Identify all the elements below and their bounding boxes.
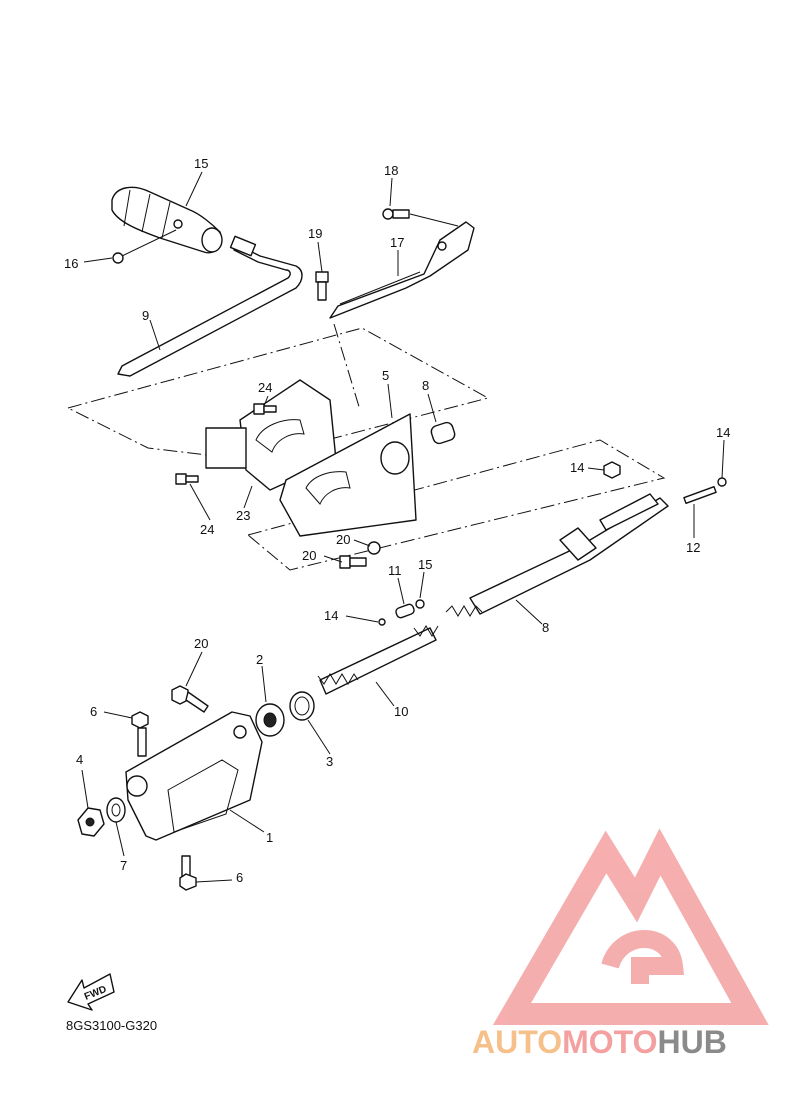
base-bracket-part-1 (125, 711, 263, 841)
plate-part-5 (279, 413, 417, 537)
callout-24-lower: 24 (200, 522, 214, 537)
fwd-arrow: FWD (67, 973, 115, 1011)
callout-20-middle: 19 (308, 226, 322, 241)
callout-6-upper: 6 (90, 704, 97, 719)
bolt-part-20-bottom (339, 555, 367, 569)
callout-2: 2 (256, 652, 263, 667)
nut-part-4 (77, 807, 105, 837)
callout-9: 8 (422, 378, 429, 393)
callout-15: 15 (418, 557, 432, 572)
washer-part-21 (367, 541, 381, 555)
callout-8: 8 (542, 620, 549, 635)
callout-4: 4 (76, 752, 83, 767)
bracket-part-19 (329, 221, 475, 319)
watermark-wordmark: AUTOMOTOHUB (472, 1024, 727, 1061)
shaft-part-8 (469, 493, 669, 615)
callout-18: 16 (64, 256, 78, 271)
bolt-part-6-lower (179, 855, 197, 891)
callout-10: 9 (142, 308, 149, 323)
frame-link-line (333, 323, 361, 411)
callout-24-upper: 24 (258, 380, 272, 395)
callout-22: 20 (194, 636, 208, 651)
bolt-part-20-top (382, 208, 459, 227)
assembly-frames (67, 323, 666, 571)
callout-3: 3 (326, 754, 333, 769)
upper-assembly-frame (67, 327, 490, 461)
callout-7: 7 (120, 858, 127, 873)
collar-part-9 (430, 421, 456, 445)
clip-part-14-right (717, 477, 727, 487)
bolt-part-24-lower (175, 473, 199, 485)
leader-lines (81, 171, 725, 883)
lower-assembly-frame (247, 439, 666, 571)
callout-19: 17 (390, 235, 404, 250)
pin-part-12 (395, 603, 415, 619)
callout-16: 14 (570, 460, 584, 475)
watermark-hub: HUB (657, 1024, 727, 1060)
callout-6-lower: 6 (236, 870, 243, 885)
callout-23: 23 (236, 508, 250, 523)
watermark-logo (492, 828, 769, 1025)
callout-20-top: 18 (384, 163, 398, 178)
spring-part-8-end (445, 605, 483, 617)
callout-5: 5 (382, 368, 389, 383)
callout-14-right: 14 (716, 425, 730, 440)
bearing-part-2 (255, 703, 285, 737)
watermark-auto: AUTO (472, 1024, 563, 1060)
washer-part-7 (106, 797, 126, 823)
drawing-code: 8GS3100-G320 (66, 1018, 158, 1033)
pin-part-13 (683, 486, 717, 504)
shaft-part-11 (317, 625, 439, 695)
callout-labels: 15 16 18 17 19 9 24 5 8 23 24 20 20 14 1… (64, 156, 730, 885)
washer-part-15 (415, 599, 425, 609)
bolt-part-24-upper (253, 403, 277, 415)
bolt-part-20-middle (315, 271, 329, 301)
callout-1: 1 (266, 830, 273, 845)
nut-part-16 (603, 461, 621, 479)
callout-17: 15 (194, 156, 208, 171)
callout-14-left: 14 (324, 608, 338, 623)
bolt-part-22 (171, 685, 209, 713)
clip-part-14-left (378, 618, 386, 626)
shift-knob-part-17 (111, 186, 223, 254)
callout-20-bottom: 20 (302, 548, 316, 563)
circlip-part-3 (289, 691, 315, 721)
bolt-part-6-upper (131, 711, 149, 757)
callout-13: 12 (686, 540, 700, 555)
callout-21: 20 (336, 532, 350, 547)
callout-11: 10 (394, 704, 408, 719)
screw-part-18 (112, 229, 177, 264)
shift-rod-part-10 (117, 235, 303, 377)
callout-12: 11 (388, 563, 402, 578)
watermark-moto: MOTO (562, 1024, 658, 1060)
